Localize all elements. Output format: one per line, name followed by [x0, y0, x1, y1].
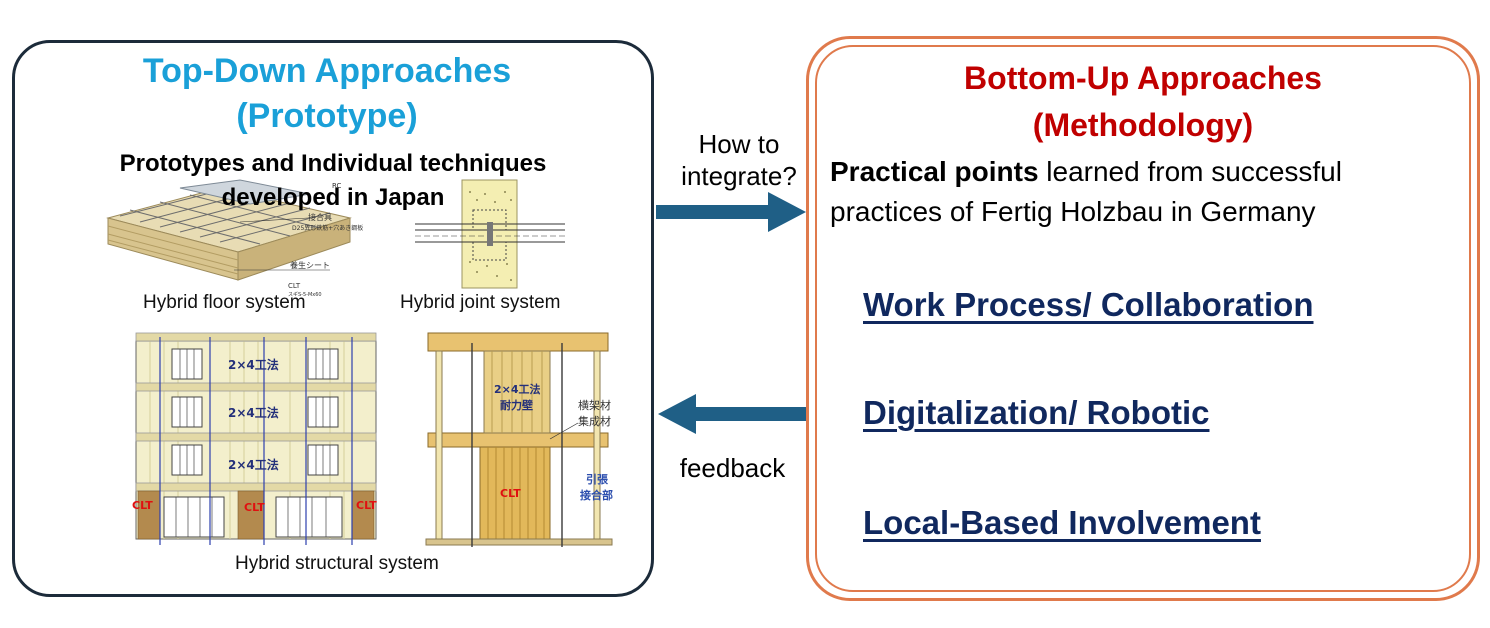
hybrid-floor-illustration: RC 接合具 D25異形鉄筋+穴あき鋼板 養生シート CLT スギS-5-Mx6… [106, 179, 363, 298]
two-by-four-section-label: 2×4工法 [494, 382, 541, 396]
top-down-subtitle: Prototypes and Individual techniques [119, 150, 547, 177]
two-by-four-label-1: 2×4工法 [228, 357, 279, 372]
bearing-wall-label: 耐力壁 [500, 398, 533, 412]
bottom-up-title-sub: (Methodology) [1032, 107, 1254, 143]
digitalization-link[interactable]: Digitalization/ Robotic [863, 394, 1210, 431]
hybrid-joint-illustration [415, 179, 565, 289]
bottom-up-panel [806, 36, 1480, 601]
top-down-title-sub: (Prototype) [236, 97, 418, 135]
beam-label-2: 集成材 [578, 414, 611, 428]
two-by-four-label-3: 2×4工法 [228, 457, 279, 472]
feedback-label: feedback [679, 453, 786, 483]
bottom-up-title: Bottom-Up Approaches [964, 60, 1322, 96]
clt-label: CLT [288, 282, 301, 290]
hybrid-structural-caption: Hybrid structural system [235, 553, 439, 574]
top-down-subtitle-2: developed in Japan [221, 184, 445, 211]
bottom-up-description-line1: Practical points learned from successful [830, 152, 1470, 192]
integrate-arrow [656, 192, 806, 232]
integrate-label-line1: How to [698, 129, 780, 159]
hybrid-joint-caption: Hybrid joint system [400, 292, 561, 313]
work-process-link[interactable]: Work Process/ Collaboration [863, 286, 1314, 323]
hybrid-floor-caption: Hybrid floor system [143, 292, 306, 313]
two-by-four-label-2: 2×4工法 [228, 405, 279, 420]
bottom-up-description: Practical points learned from successful… [830, 152, 1470, 232]
hybrid-structural-section: 2×4工法 耐力壁 CLT 横架材 集成材 引張 接合部 [425, 332, 613, 547]
feedback-arrow [658, 394, 808, 434]
description-rest: learned from successful [1038, 156, 1342, 187]
clt-wall-label-3: CLT [356, 499, 377, 512]
connector-detail-label: D25異形鉄筋+穴あき鋼板 [292, 224, 363, 232]
tension-label-1: 引張 [586, 472, 609, 486]
tension-label-2: 接合部 [580, 488, 613, 502]
bottom-up-panel-inner-border [815, 45, 1471, 592]
integrate-label-line2: integrate? [681, 161, 797, 191]
curing-sheet-label: 養生シート [290, 260, 330, 270]
rc-label: RC [332, 182, 342, 190]
local-based-involvement-link[interactable]: Local-Based Involvement [863, 504, 1261, 541]
practical-points-bold: Practical points [830, 156, 1039, 187]
clt-wall-label-1: CLT [132, 499, 153, 512]
clt-section-label: CLT [500, 487, 521, 500]
hybrid-structural-elevation: 2×4工法 2×4工法 2×4工法 CLT CLT CLT [132, 332, 377, 545]
bottom-up-description-line2: practices of Fertig Holzbau in Germany [830, 196, 1316, 227]
clt-detail-label: スギS-5-Mx60 [288, 292, 322, 298]
connector-label: 接合具 [308, 212, 332, 222]
clt-wall-label-2: CLT [244, 501, 265, 514]
beam-label-1: 横架材 [578, 398, 611, 412]
integrate-label: How to integrate? [664, 128, 814, 192]
top-down-title: Top-Down Approaches [142, 52, 512, 90]
